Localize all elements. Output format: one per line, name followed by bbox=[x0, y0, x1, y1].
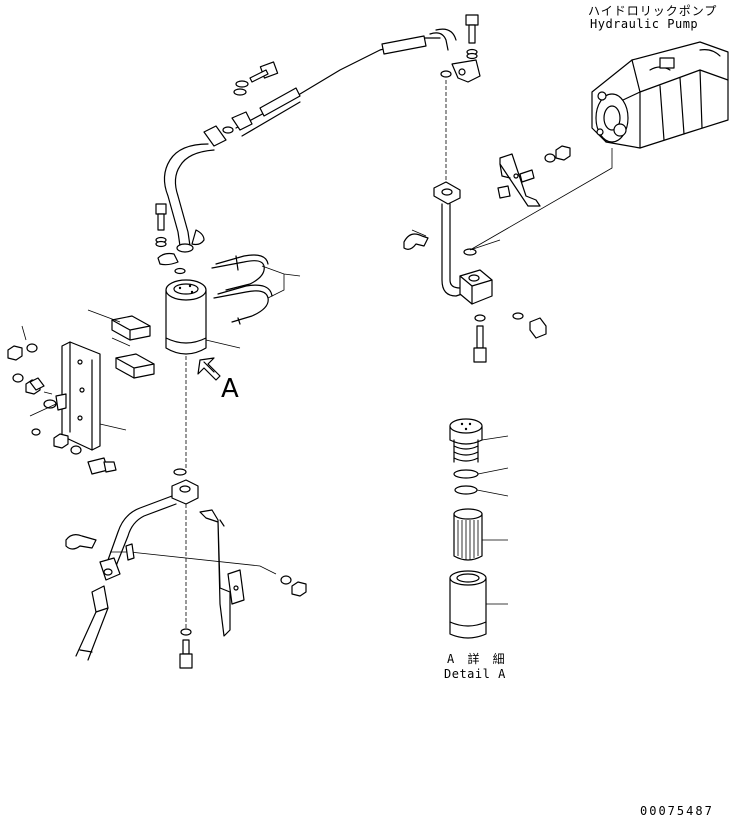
lower-hose-fitting bbox=[75, 557, 121, 661]
detail-a-o-ring bbox=[454, 485, 478, 495]
hose-bolt bbox=[233, 61, 279, 96]
view-arrow-label: A bbox=[221, 374, 239, 404]
lower-clamp bbox=[65, 534, 135, 561]
left-s-pipe bbox=[163, 143, 215, 253]
lower-fitting bbox=[171, 479, 199, 505]
detail-a-cap bbox=[449, 418, 483, 463]
small-clamp bbox=[191, 229, 205, 246]
lower-bent-pipe bbox=[107, 495, 177, 567]
bottom-bolt bbox=[179, 628, 193, 669]
right-vertical-pipe bbox=[433, 80, 463, 297]
bracket-block-upper bbox=[111, 315, 151, 341]
lower-right-hardware bbox=[280, 575, 307, 597]
detail-a-case bbox=[449, 570, 487, 639]
right-bracket-hardware bbox=[519, 145, 571, 183]
detail-a-element bbox=[453, 508, 483, 561]
right-clamp bbox=[403, 233, 429, 250]
view-arrow bbox=[197, 357, 221, 381]
top-clamp bbox=[440, 59, 481, 83]
left-hardware bbox=[7, 343, 82, 455]
left-bolt-lower bbox=[87, 457, 117, 475]
bracket-block-lower bbox=[115, 353, 155, 379]
right-block bbox=[459, 269, 493, 305]
detail-a-title-japanese: A 詳 細 bbox=[447, 652, 508, 666]
u-bolt-upper bbox=[211, 254, 269, 291]
left-bracket-plate bbox=[55, 341, 101, 451]
left-bolt bbox=[155, 203, 167, 248]
right-bracket bbox=[497, 153, 541, 207]
lower-bracket bbox=[199, 509, 245, 637]
figure-number: 00075487 bbox=[640, 804, 714, 818]
pump-label-japanese: ハイドロリックポンプ bbox=[588, 4, 718, 18]
small-clamp bbox=[157, 252, 179, 266]
right-block-hardware bbox=[473, 312, 547, 363]
line-filter bbox=[165, 279, 207, 355]
u-bolt-lower bbox=[213, 284, 273, 325]
pump-label-english: Hydraulic Pump bbox=[590, 17, 699, 31]
top-bolt bbox=[465, 14, 479, 60]
top-hose bbox=[235, 28, 457, 137]
detail-a-o-ring bbox=[453, 469, 479, 479]
hose-flange bbox=[203, 111, 253, 147]
hydraulic-pump bbox=[591, 41, 729, 149]
detail-a-title-english: Detail A bbox=[444, 667, 506, 681]
